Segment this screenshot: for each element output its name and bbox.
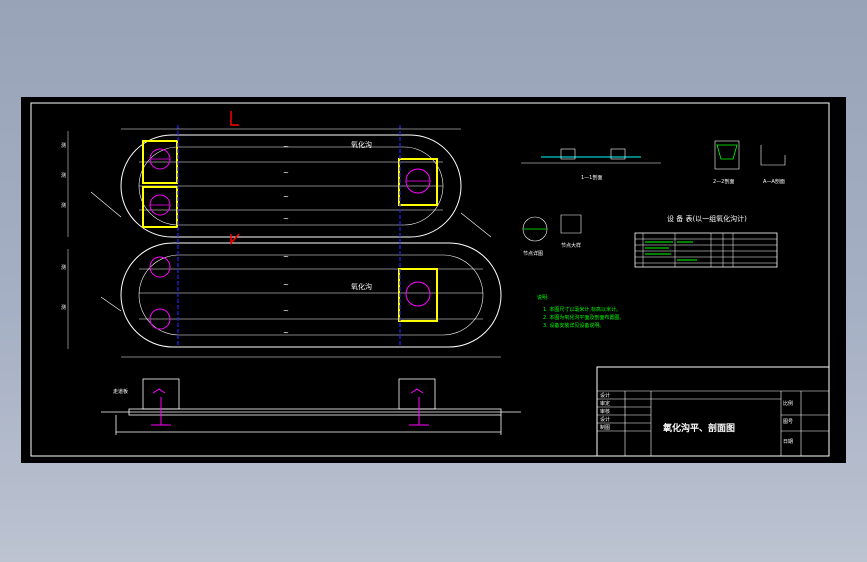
section-marker-mid [230,233,240,245]
side-label-4: 测 [61,264,66,271]
side-label-5: 测 [61,304,66,311]
note-item-2: 2. 本图为氧化沟平面及剖面布置图。 [543,314,624,321]
aerator-section-left [151,388,171,426]
outlet-pipe [460,212,492,238]
title-cell-5: 制图 [600,424,610,431]
ditch-bottom-outer [120,242,502,348]
wave-mark-1: ~ [283,143,289,151]
note-item-3: 3. 设备安装详见设备说明。 [543,322,604,329]
drawing-title: 氧化沟平、剖面图 [662,422,735,434]
section-marker-top [230,111,239,126]
title-cell-2: 审定 [600,400,610,407]
section-view: 走道板 [101,378,521,435]
title-block-frame [596,366,830,457]
ditch-plan-bottom: 氧化沟 ~ ~ ~ ~ [120,242,502,348]
detail3-shape [760,145,786,166]
detail5-shape [560,214,582,234]
channel-label-top: 氧化沟 [351,140,372,149]
walkway-label: 走道板 [113,388,128,395]
aerator-section-right [409,388,429,426]
wave-mark-8: ~ [283,329,289,337]
aerator-box-2 [142,186,178,228]
inlet-pipe-bottom [100,296,122,312]
aerator-rotor-6 [405,281,431,307]
ditch-top-outer [120,134,462,238]
detail4-label: 节点详图 [523,250,543,257]
title-right-1: 比例 [783,400,793,407]
aerator-rotor-4 [149,256,171,278]
inner-frame [30,102,830,457]
detail1-block-b [610,148,626,160]
wave-mark-6: ~ [283,281,289,289]
title-cell-1: 设计 [600,392,610,399]
equipment-table-frame [634,232,778,268]
wave-mark-5: ~ [283,253,289,261]
ditch-plan-top: 氧化沟 ~ ~ ~ ~ [120,134,462,238]
wave-mark-7: ~ [283,307,289,315]
detail-views: 1—1剖面 2—2剖面 A—A剖面 节点详图 节点大样 [521,140,786,257]
wave-mark-4: ~ [283,215,289,223]
detail1-block-a [560,148,576,160]
equipment-table: 设 备 表(以一组氧化沟计) [634,214,778,268]
detail2-label: 2—2剖面 [713,178,734,185]
title-cell-3: 审核 [600,408,610,415]
cad-drawing: 氧化沟 ~ ~ ~ ~ 氧化沟 ~ ~ ~ ~ 测 测 测 测 测 [21,97,846,463]
detail5-label: 节点大样 [561,242,581,249]
side-label-1: 测 [61,142,66,149]
aerator-box-4 [398,268,438,322]
channel-label-bottom: 氧化沟 [351,282,372,291]
motor-housing-right [398,378,436,410]
wave-mark-2: ~ [283,169,289,177]
drawing-sheet: 氧化沟 ~ ~ ~ ~ 氧化沟 ~ ~ ~ ~ 测 测 测 测 测 [21,97,846,463]
title-cell-4: 设计 [600,416,610,423]
detail3-label: A—A剖面 [763,178,785,185]
title-right-2: 图号 [783,419,793,425]
detail1-label: 1—1剖面 [581,174,602,181]
detail2-shape [716,144,738,160]
inlet-pipe-top [90,191,122,218]
walkway-slab [128,408,502,416]
aerator-box-3 [398,158,438,206]
sheet-background [21,97,846,463]
notes-block: 说明: 1. 本图尺寸以毫米计,标高以米计。 2. 本图为氧化沟平面及剖面布置图… [537,294,624,329]
side-label-3: 测 [61,202,66,209]
title-block: 设计 审定 审核 设计 制图 比例 图号 日期 氧化沟平、剖面图 [596,366,830,457]
title-right-3: 日期 [783,439,793,445]
wave-mark-3: ~ [283,193,289,201]
detail2-frame [714,140,740,170]
ditch-bottom-inner [138,254,484,336]
aerator-rotor-5 [149,308,171,330]
equipment-table-title: 设 备 表(以一组氧化沟计) [667,214,747,223]
notes-heading: 说明: [537,294,549,301]
note-item-1: 1. 本图尺寸以毫米计,标高以米计。 [543,306,621,313]
side-label-2: 测 [61,172,66,179]
aerator-box-1 [142,140,178,184]
